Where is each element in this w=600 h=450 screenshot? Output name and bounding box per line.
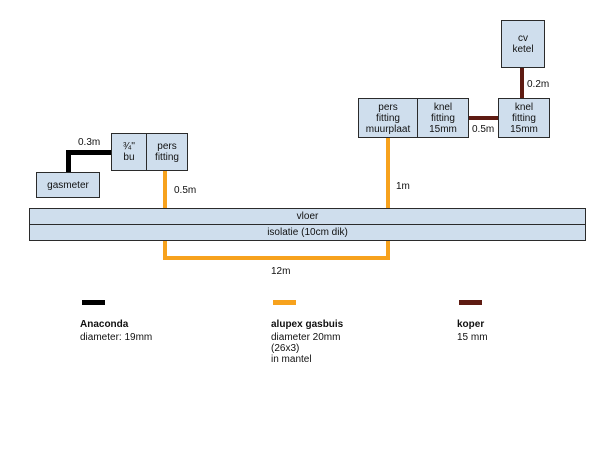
legend-title-anaconda: Anaconda — [80, 319, 129, 330]
gasmeter-box: gasmeter — [36, 172, 100, 198]
pers-fitting-muurplaat-box: pers fitting muurplaat — [358, 98, 418, 138]
alupex-riser-right — [386, 137, 390, 260]
vloer-bar: vloer — [29, 208, 586, 225]
length-riser-right: 1m — [396, 181, 410, 192]
anaconda-pipe-horizontal — [66, 150, 112, 155]
legend-desc-koper: 15 mm — [457, 332, 488, 343]
legend-line-anaconda — [82, 300, 105, 305]
legend-desc-anaconda: diameter: 19mm — [80, 332, 153, 343]
length-copper-vertical: 0.2m — [527, 79, 550, 90]
alupex-under-floor — [163, 256, 390, 260]
legend-line-koper — [459, 300, 482, 305]
length-under-floor: 12m — [271, 266, 291, 277]
anaconda-pipe-vertical — [66, 150, 71, 172]
copper-pipe-vertical — [520, 68, 524, 100]
copper-pipe-horizontal — [468, 116, 500, 120]
legend-line-alupex — [273, 300, 296, 305]
legend-desc-alupex: diameter 20mm (26x3) in mantel — [271, 332, 341, 365]
knel-fitting-right-box: knel fitting 15mm — [498, 98, 550, 138]
bu-box: ¾'' bu — [111, 133, 147, 171]
cv-ketel-box: cv ketel — [501, 20, 545, 68]
pers-fitting-left-box: pers fitting — [146, 133, 188, 171]
legend-title-koper: koper — [457, 319, 485, 330]
isolatie-bar: isolatie (10cm dik) — [29, 224, 586, 241]
length-riser-left: 0.5m — [174, 185, 197, 196]
knel-fitting-left-box: knel fitting 15mm — [417, 98, 469, 138]
length-copper-horizontal: 0.5m — [472, 124, 495, 135]
length-anaconda: 0.3m — [78, 137, 101, 148]
legend-title-alupex: alupex gasbuis — [271, 319, 344, 330]
